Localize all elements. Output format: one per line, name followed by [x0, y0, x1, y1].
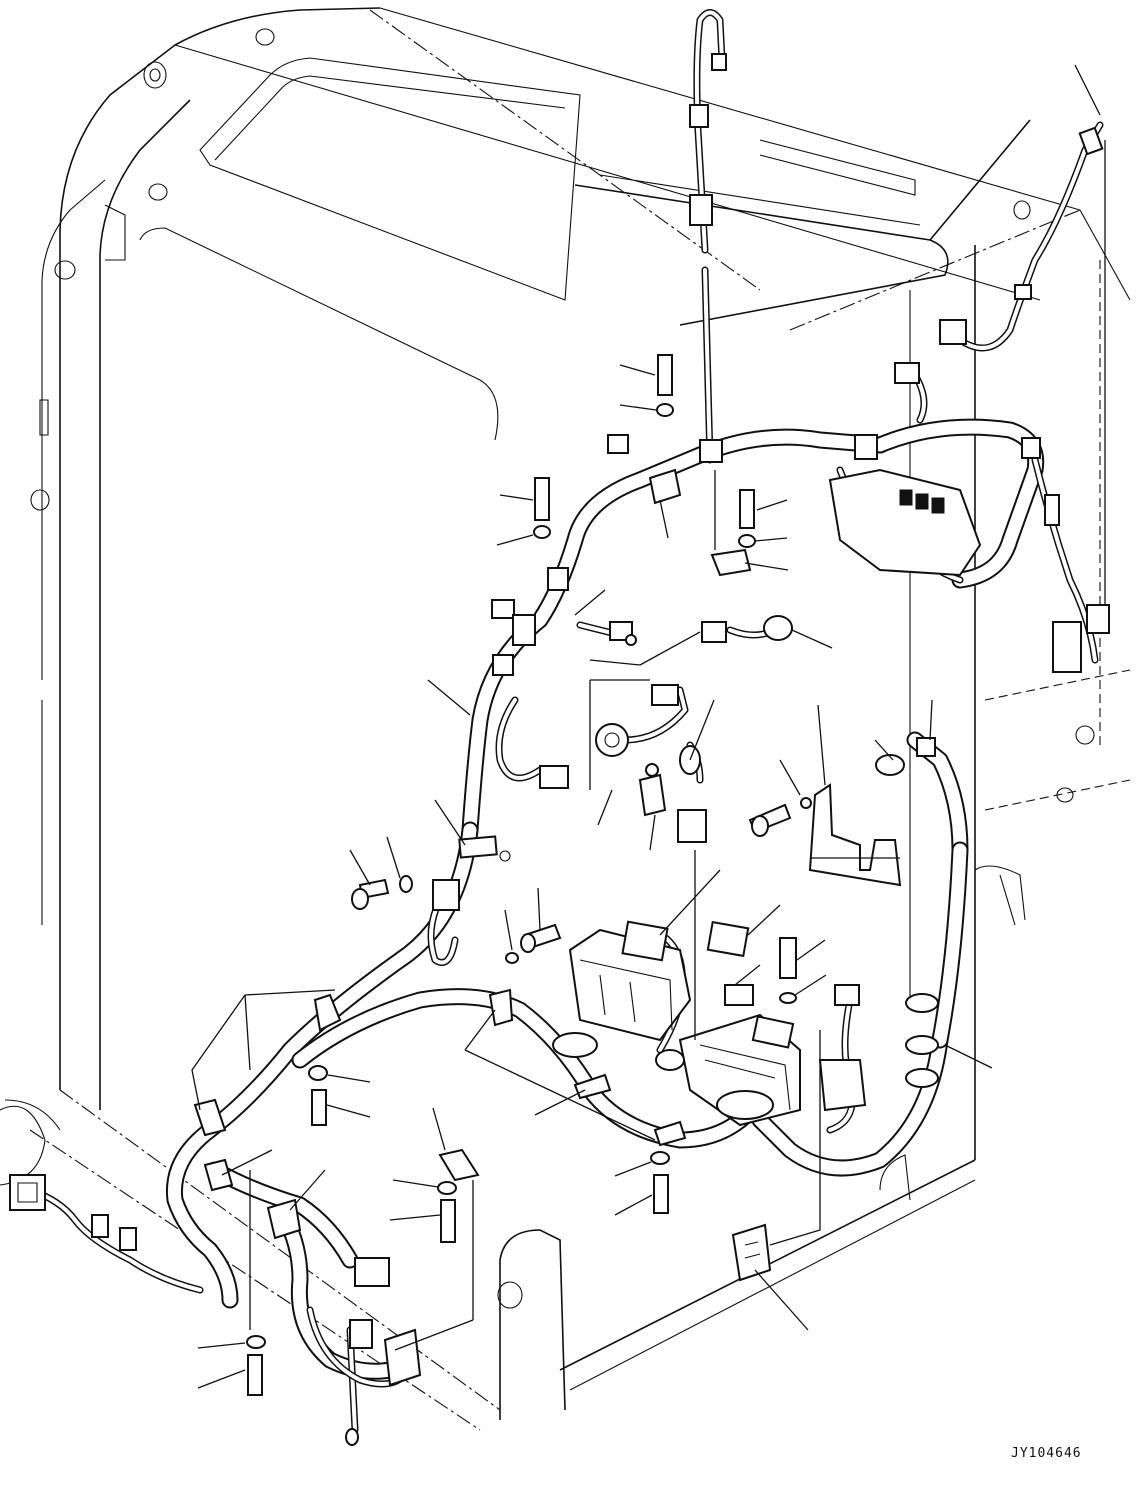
frame-bosses [31, 29, 1094, 1308]
cab-frame [0, 8, 1130, 1430]
leader-lines [192, 65, 1105, 1388]
connectors [10, 54, 1109, 1445]
drawing-code-label: JY104646 [1011, 1446, 1082, 1461]
